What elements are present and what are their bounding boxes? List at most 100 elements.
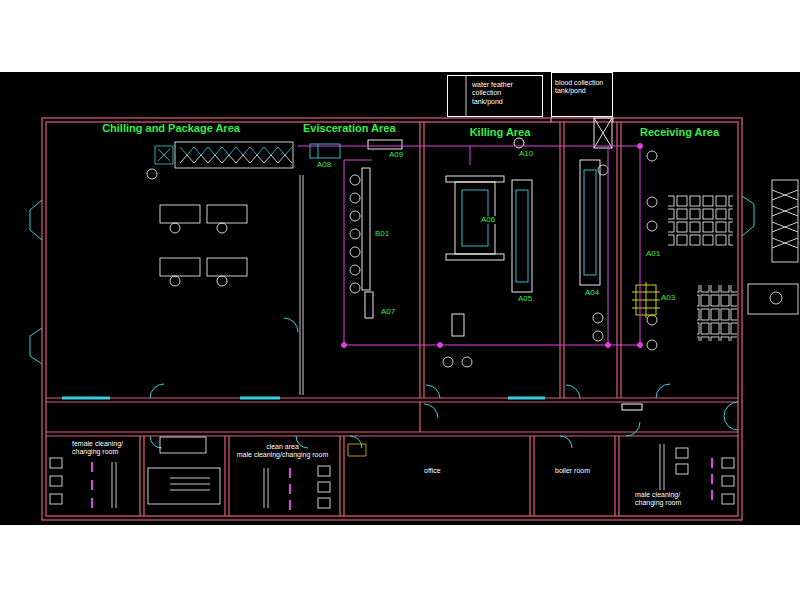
- door: [560, 436, 572, 448]
- packing-table: [160, 205, 247, 276]
- worker-symbol: [170, 223, 180, 233]
- worker-symbol: [647, 221, 657, 231]
- worker-symbol: [350, 175, 360, 185]
- process-equipment: [362, 168, 370, 290]
- building-wall: [620, 122, 621, 398]
- process-area: Chilling and Package Area: [42, 118, 300, 398]
- worker-symbol: [147, 169, 157, 179]
- worker-symbol: [147, 151, 782, 367]
- room-label: blood collection tank/pond: [555, 79, 612, 96]
- area-heading: Chilling and Package Area: [102, 122, 240, 135]
- worker-symbol: [350, 283, 360, 293]
- door: [284, 318, 298, 332]
- conveyor-line: [438, 343, 443, 348]
- packing-table: [160, 258, 200, 276]
- chiller-conveyor: [180, 147, 292, 155]
- building-wall: [419, 122, 420, 398]
- truck: [772, 190, 798, 248]
- callout-number: A06: [480, 216, 496, 224]
- room-label: office: [424, 467, 441, 475]
- room-label: male cleaning/changing room: [237, 451, 328, 459]
- door: [622, 404, 642, 410]
- worker-symbol: [462, 357, 472, 367]
- building-wall: [563, 122, 564, 398]
- callout-number: A03: [660, 294, 676, 302]
- door: [424, 404, 438, 418]
- door: [508, 397, 545, 400]
- truck: [772, 180, 798, 262]
- conveyor-line: [638, 343, 643, 348]
- callout-number: A08: [316, 161, 332, 169]
- partition-wall: [551, 117, 552, 122]
- worker-symbol: [770, 292, 782, 304]
- partition-wall: [148, 75, 613, 504]
- door: [724, 402, 738, 430]
- area-heading: Evisceration Area: [303, 122, 396, 135]
- room: clean areamale cleaning/changing room: [225, 436, 340, 520]
- conveyor-line: [638, 144, 643, 149]
- process-equipment: [594, 118, 612, 148]
- sanitary-fixture: [660, 444, 661, 490]
- door: [656, 384, 670, 398]
- sanitary-fixture: [268, 468, 269, 508]
- callout-number: A07: [380, 308, 396, 316]
- tank-box: blood collection tank/pond: [551, 72, 613, 117]
- building-wall: [224, 436, 225, 516]
- sanitary-fixture: [664, 444, 665, 490]
- building-wall: [533, 436, 534, 516]
- crate-storage: [668, 194, 737, 341]
- worker-symbol: [350, 265, 360, 275]
- worker-symbol: [647, 151, 657, 161]
- tank-box: water feather collection tank/pond: [447, 75, 543, 117]
- building-wall: [46, 431, 738, 432]
- building-wall: [343, 436, 344, 516]
- process-equipment: [365, 292, 373, 318]
- area-heading: Receiving Area: [640, 126, 719, 139]
- conveyor-line: [608, 146, 609, 345]
- process-area: Receiving Area: [617, 118, 742, 398]
- sanitary-fixture: [289, 468, 291, 510]
- worker-symbol: [593, 313, 603, 323]
- door: [742, 196, 754, 236]
- conveyor-line: [298, 146, 640, 345]
- door: [150, 384, 164, 398]
- process-equipment: [446, 176, 504, 182]
- worker-symbol: [350, 229, 360, 239]
- callout-number: A04: [584, 289, 600, 297]
- conveyor-line: [298, 144, 643, 348]
- door: [566, 385, 580, 398]
- process-equipment: [594, 118, 612, 148]
- partition-wall: [613, 117, 614, 122]
- room: office: [340, 436, 530, 520]
- callout-number: B01: [374, 230, 390, 238]
- building-wall: [614, 436, 615, 516]
- building-wall: [139, 436, 140, 516]
- sanitary-fixture: [50, 437, 734, 510]
- sanitary-fixture: [318, 482, 330, 492]
- sanitary-fixture: [170, 478, 210, 490]
- building-wall: [618, 436, 619, 516]
- conveyor-line: [470, 146, 471, 165]
- partition-wall: [148, 468, 220, 504]
- sanitary-fixture: [160, 437, 206, 453]
- sanitary-fixture: [318, 466, 330, 476]
- sanitary-fixture: [50, 458, 62, 468]
- worker-symbol: [598, 165, 608, 175]
- worker-symbol: [217, 223, 227, 233]
- process-equipment: [452, 314, 464, 336]
- sanitary-fixture: [112, 462, 113, 508]
- sanitary-fixture: [711, 458, 713, 500]
- partition-wall: [300, 175, 301, 395]
- truck: [748, 284, 798, 314]
- building-wall: [46, 401, 738, 402]
- building-wall: [143, 436, 144, 516]
- crate-storage: [697, 285, 737, 341]
- door: [626, 422, 640, 436]
- process-equipment: [516, 190, 528, 282]
- process-equipment: [580, 160, 600, 285]
- building-wall: [339, 436, 340, 516]
